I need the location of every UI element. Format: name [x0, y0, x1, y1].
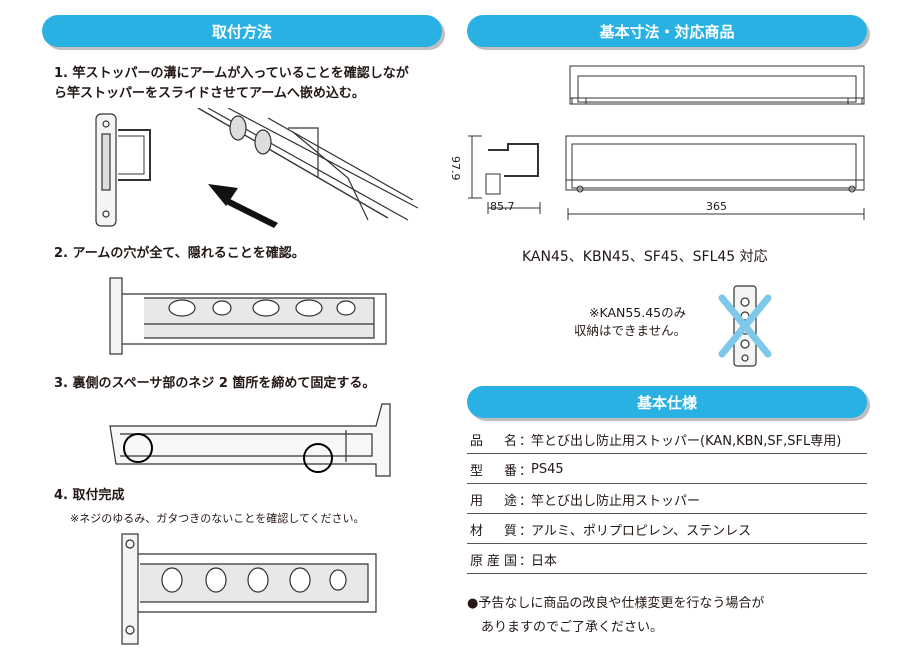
compatible-models: KAN45、KBN45、SF45、SFL45 対応: [522, 249, 768, 265]
spec-row-model: 型番： PS45: [467, 456, 867, 484]
height-dimension: 97.9: [449, 156, 462, 181]
width-dimension: 365: [706, 200, 727, 213]
spec-row-material: 材質： アルミ、ポリプロピレン、ステンレス: [467, 516, 867, 544]
notice-line-1: ●予告なしに商品の改良や仕様変更を行なう場合が: [467, 596, 765, 611]
spec-row-product-name: 品名： 竿とび出し防止用ストッパー(KAN,KBN,SF,SFL専用): [467, 426, 867, 454]
spec-value: 竿とび出し防止用ストッパー(KAN,KBN,SF,SFL専用): [531, 434, 842, 449]
step-3-illustration: [109, 403, 391, 477]
spec-value: 竿とび出し防止用ストッパー: [531, 494, 701, 509]
spec-label: 用途: [470, 494, 517, 509]
depth-dimension: 85.7: [490, 200, 515, 213]
spec-label: 型番: [470, 464, 517, 479]
screw-marker-left: [123, 433, 153, 463]
notice-line-2: ありますのでご了承ください。: [481, 620, 664, 635]
step-3-text: 3. 裏側のスペーサ部のネジ 2 箇所を締めて固定する。: [54, 376, 376, 391]
cross-icon: [718, 294, 772, 358]
step-2-text: 2. アームの穴が全て、隠れることを確認。: [54, 246, 305, 261]
spec-row-origin: 原産国： 日本: [467, 546, 867, 574]
step-4-note: ※ネジのゆるみ、ガタつきのないことを確認してください。: [70, 512, 365, 525]
spec-value: アルミ、ポリプロピレン、ステンレス: [531, 524, 752, 539]
screw-marker-right: [303, 443, 333, 473]
step-1-text: 1. 竿ストッパーの溝にアームが入っていることを確認しながら竿ストッパーをスライ…: [54, 66, 409, 101]
dimensions-header: 基本寸法・対応商品: [467, 15, 867, 47]
spec-label: 原産国: [470, 554, 517, 569]
notice-text: ●予告なしに商品の改良や仕様変更を行なう場合が ありますのでご了承ください。: [467, 592, 764, 640]
step-4-text: 4. 取付完成: [54, 488, 125, 503]
step-1-illustration: [95, 108, 418, 228]
spec-label: 品名: [470, 434, 517, 449]
kan55-note-line-1: ※KAN55.45のみ: [589, 305, 687, 320]
step-2-illustration: [109, 277, 387, 355]
spec-value: 日本: [531, 554, 558, 569]
incompatible-product-illustration: [718, 285, 772, 367]
spec-header: 基本仕様: [467, 386, 867, 418]
spec-row-usage: 用途： 竿とび出し防止用ストッパー: [467, 486, 867, 514]
kan55-note-line-2: 収納はできません。: [574, 323, 687, 338]
spec-label: 材質: [470, 524, 517, 539]
spec-value: PS45: [531, 462, 564, 477]
kan55-note: ※KAN55.45のみ 収納はできません。: [574, 304, 686, 340]
step-4-illustration: [121, 533, 377, 645]
dimension-drawing: [468, 65, 865, 220]
install-method-header: 取付方法: [42, 15, 442, 47]
